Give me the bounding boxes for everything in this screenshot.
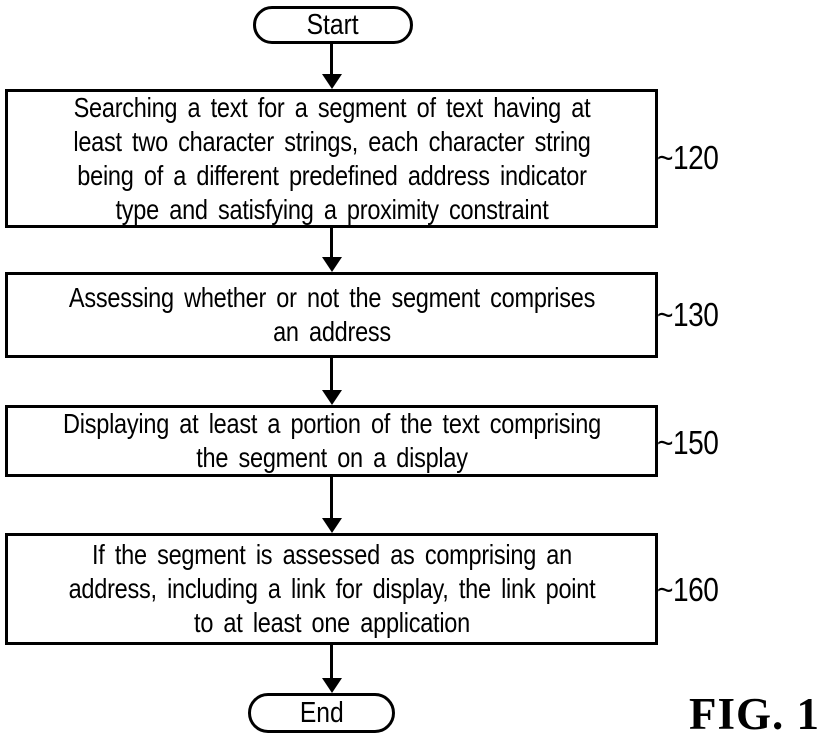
arrowhead-icon-4 [322, 518, 342, 533]
arrowhead-icon-5 [322, 678, 342, 693]
ref-label-120: ~120 [657, 139, 719, 176]
process-box-160: If the segment is assessed as comprising… [5, 533, 658, 645]
process-text-120: Searching a text for a segment of text h… [72, 91, 591, 225]
arrow-stem-4 [330, 477, 333, 518]
figure-caption: FIG. 1 [688, 689, 820, 739]
start-terminal: Start [253, 6, 413, 44]
end-terminal: End [248, 693, 395, 733]
end-label: End [299, 696, 344, 729]
arrowhead-icon-3 [322, 390, 342, 405]
ref-label-150: ~150 [657, 424, 719, 461]
arrowhead-icon-1 [322, 74, 342, 89]
arrow-stem-5 [330, 645, 333, 678]
start-label: Start [306, 8, 360, 41]
ref-label-160: ~160 [657, 571, 719, 608]
process-box-150: Displaying at least a portion of the tex… [5, 405, 658, 477]
arrowhead-icon-2 [322, 257, 342, 272]
ref-label-130: ~130 [657, 296, 719, 333]
arrow-stem-1 [330, 44, 333, 75]
process-text-160: If the segment is assessed as comprising… [68, 539, 595, 638]
process-text-130: Assessing whether or not the segment com… [68, 282, 595, 347]
process-box-130: Assessing whether or not the segment com… [5, 272, 658, 358]
arrow-stem-3 [330, 358, 333, 390]
process-box-120: Searching a text for a segment of text h… [5, 89, 658, 228]
process-text-150: Displaying at least a portion of the tex… [62, 408, 601, 473]
arrow-stem-2 [330, 228, 333, 257]
